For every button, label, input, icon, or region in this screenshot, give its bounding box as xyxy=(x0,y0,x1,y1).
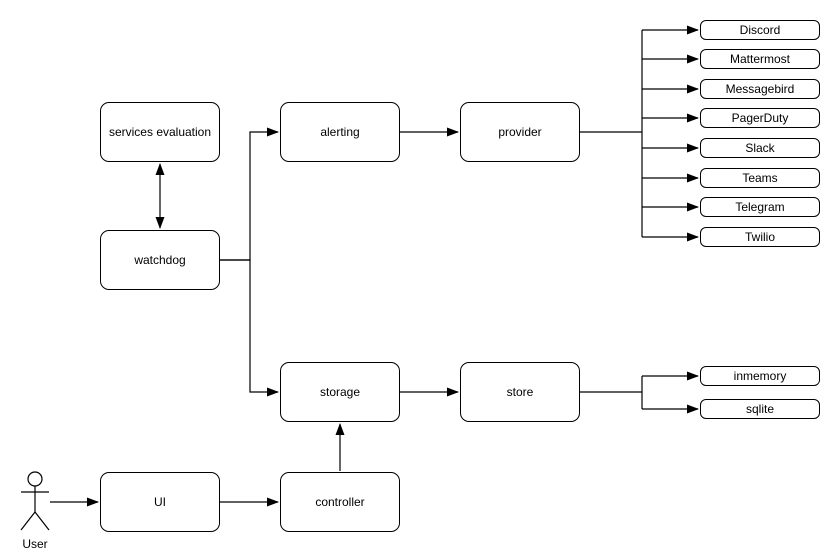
node-ui: UI xyxy=(100,472,220,532)
node-pagerduty: PagerDuty xyxy=(700,108,820,128)
node-teams: Teams xyxy=(700,168,820,188)
edge-watchdog-alerting xyxy=(220,127,279,261)
edge-watchdog-storage xyxy=(220,259,279,397)
node-slack: Slack xyxy=(700,138,820,158)
user-actor-icon xyxy=(20,471,50,531)
node-services-evaluation: services evaluation xyxy=(100,102,220,162)
node-store: store xyxy=(460,362,580,422)
node-sqlite: sqlite xyxy=(700,399,820,419)
node-provider: provider xyxy=(460,102,580,162)
node-telegram: Telegram xyxy=(700,197,820,217)
user-actor-label: User xyxy=(22,537,48,551)
node-inmemory: inmemory xyxy=(700,366,820,386)
node-controller: controller xyxy=(280,472,400,532)
node-alerting: alerting xyxy=(280,102,400,162)
node-discord: Discord xyxy=(700,20,820,40)
node-twilio: Twilio xyxy=(700,227,820,247)
node-mattermost: Mattermost xyxy=(700,49,820,69)
node-messagebird: Messagebird xyxy=(700,79,820,99)
node-watchdog: watchdog xyxy=(100,230,220,290)
node-storage: storage xyxy=(280,362,400,422)
